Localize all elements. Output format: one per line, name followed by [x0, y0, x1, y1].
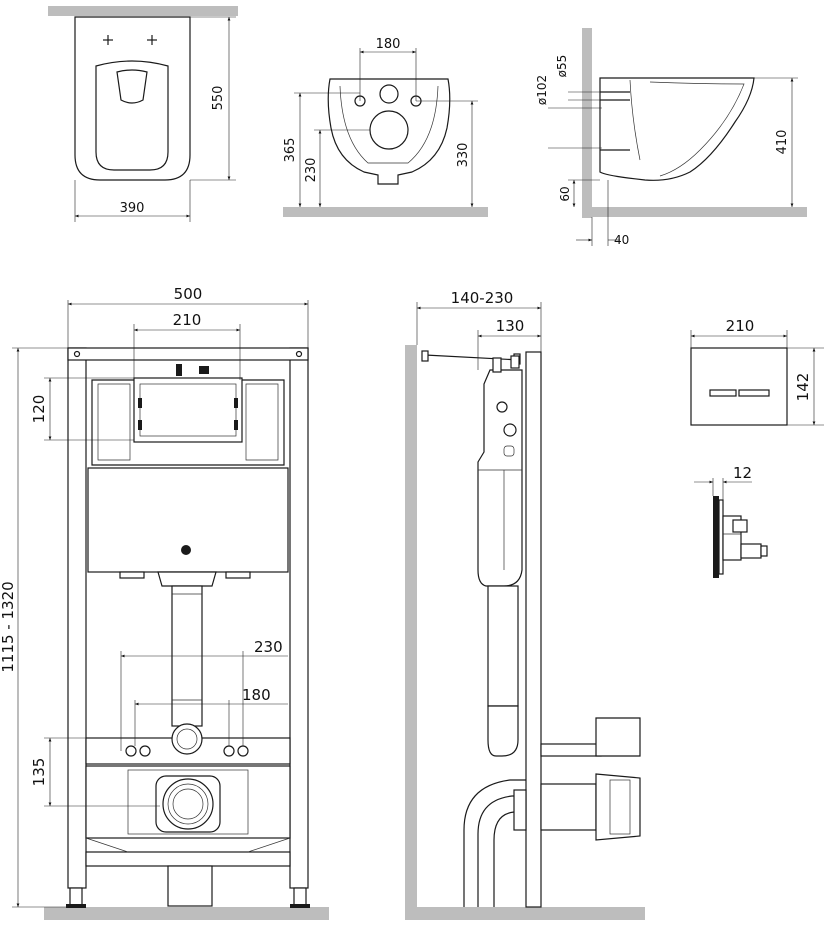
- dim-label: ø55: [555, 55, 569, 78]
- floor-strip-side: [592, 207, 807, 217]
- bowl-side-view: ø55 ø102 410 60 40: [535, 28, 807, 247]
- dim-label: 12: [733, 464, 752, 482]
- bowl-inner-side: [629, 79, 745, 177]
- flush-plate-side: [713, 496, 719, 578]
- frame-upright-right: [289, 347, 309, 889]
- frame-side-view: 140-230 130: [405, 289, 645, 920]
- flush-opening: [133, 377, 243, 443]
- dim-label: 230: [304, 158, 319, 183]
- frame-upright-side: [525, 351, 542, 908]
- wall-strip-side: [582, 28, 592, 218]
- bowl-inner-front: [339, 85, 439, 164]
- bolt-right-outer: [237, 745, 249, 757]
- floor-strip-front: [283, 207, 488, 217]
- water-inlet-icon: [181, 545, 191, 555]
- dim-label: 210: [726, 317, 755, 335]
- flush-plate-view: 210 142 12: [690, 317, 824, 578]
- dim-label: 1115 - 1320: [0, 581, 17, 672]
- fixing-hole-right-icon: [147, 35, 157, 45]
- dim-label: ø102: [535, 75, 549, 105]
- inlet-hole-front: [379, 84, 399, 104]
- dim-label: 230: [254, 638, 283, 656]
- bowl-front-view: 180 365 230 330: [283, 37, 488, 217]
- wall-strip-frame-side: [405, 345, 417, 920]
- dim-label: 330: [456, 143, 471, 168]
- drain-hole-front: [369, 110, 409, 150]
- flush-plate: [690, 347, 788, 426]
- dim-label: 140-230: [451, 289, 514, 307]
- bowl-outline-front: [327, 78, 451, 185]
- dim-label: 130: [496, 317, 525, 335]
- dim-label: 500: [174, 285, 203, 303]
- floor-strip-frame: [44, 907, 329, 920]
- dim-label: 120: [30, 395, 48, 424]
- wall-strip-top: [48, 6, 238, 16]
- frame-top-bar: [67, 347, 309, 361]
- cistern-lower: [87, 467, 289, 573]
- flush-button-left: [709, 389, 737, 397]
- frame-upright-left: [67, 347, 87, 889]
- dim-label: 142: [794, 373, 812, 402]
- dim-label: 60: [558, 186, 572, 201]
- bowl-rim-opening: [116, 69, 148, 104]
- bowl-top-view: 550 390: [48, 6, 238, 222]
- bolt-right-inner: [223, 745, 235, 757]
- dim-label: 550: [211, 86, 226, 111]
- dim-label: 135: [30, 758, 48, 787]
- dim-label: 410: [775, 130, 790, 155]
- bolt-left-inner: [139, 745, 151, 757]
- bowl-seat-top: [95, 60, 169, 171]
- bowl-outline-side: [599, 77, 755, 181]
- dim-label: 40: [614, 233, 629, 247]
- bolt-left-outer: [125, 745, 137, 757]
- flush-button-right: [738, 389, 770, 397]
- dim-label: 210: [173, 311, 202, 329]
- dim-label: 180: [376, 37, 401, 52]
- floor-strip-frame-side: [417, 907, 645, 920]
- fixing-hole-left-icon: [103, 35, 113, 45]
- dim-label: 180: [242, 686, 271, 704]
- frame-front-view: 500 210 120 1115 - 1320 230 180 135: [0, 285, 329, 920]
- bowl-outline-top: [74, 16, 191, 181]
- dim-label: 365: [283, 138, 298, 163]
- dim-label: 390: [120, 201, 145, 216]
